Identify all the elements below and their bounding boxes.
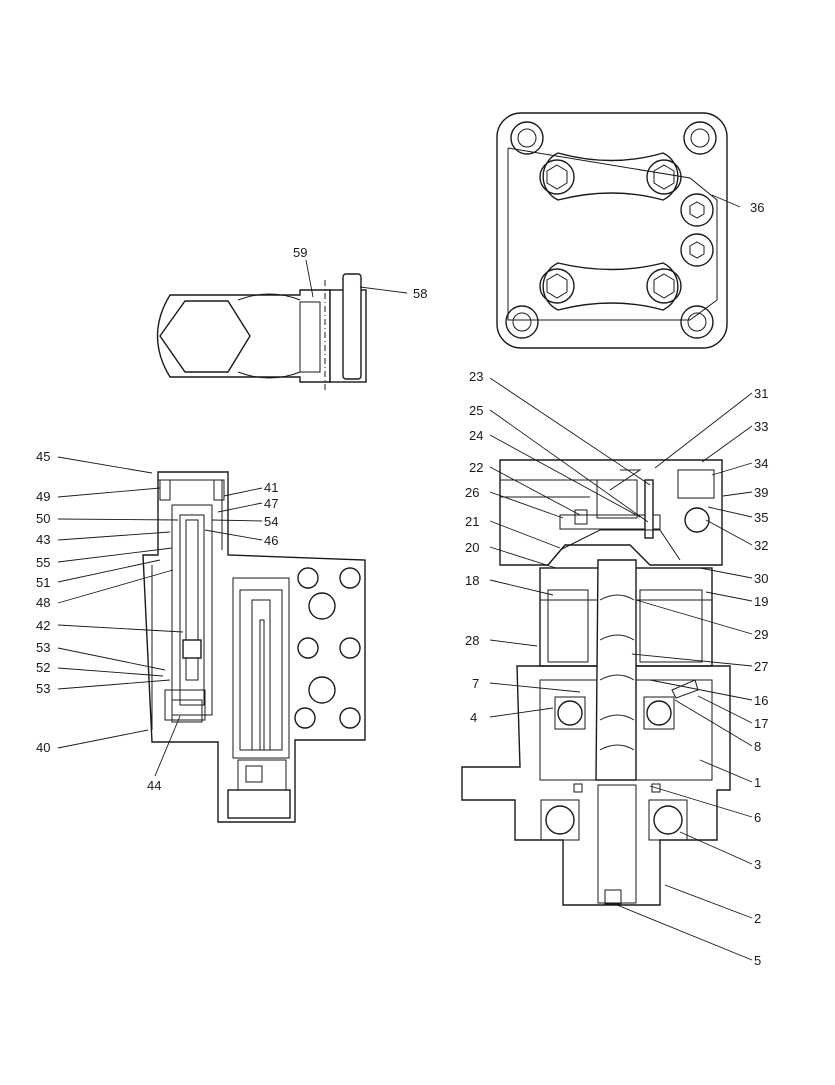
callout-8: 8 [754,739,761,754]
callout-28: 28 [465,633,479,648]
callout-44: 44 [147,778,161,793]
callout-21: 21 [465,514,479,529]
callout-5: 5 [754,953,761,968]
callout-45: 45 [36,449,50,464]
callout-16: 16 [754,693,768,708]
callout-19: 19 [754,594,768,609]
callout-54: 54 [264,514,278,529]
callout-4: 4 [470,710,477,725]
callout-3: 3 [754,857,761,872]
callout-47: 47 [264,496,278,511]
callout-51: 51 [36,575,50,590]
control-valve-section [142,471,366,823]
callout-labels: 36 58 59 23 25 24 22 26 21 20 18 28 7 4 … [36,200,768,968]
callout-22: 22 [469,460,483,475]
callout-43: 43 [36,532,50,547]
callout-7: 7 [472,676,479,691]
callout-30: 30 [754,571,768,586]
end-cover-view [496,112,728,349]
callout-52: 52 [36,660,50,675]
callout-18: 18 [465,573,479,588]
callout-32: 32 [754,538,768,553]
callout-50: 50 [36,511,50,526]
callout-46: 46 [264,533,278,548]
flange-side-view [156,273,367,390]
callout-58: 58 [413,286,427,301]
callout-49: 49 [36,489,50,504]
callout-27: 27 [754,659,768,674]
callout-55: 55 [36,555,50,570]
callout-23: 23 [469,369,483,384]
callout-2: 2 [754,911,761,926]
callout-31: 31 [754,386,768,401]
callout-6: 6 [754,810,761,825]
callout-26: 26 [465,485,479,500]
leader-lines [57,194,753,961]
callout-59: 59 [293,245,307,260]
callout-33: 33 [754,419,768,434]
callout-42: 42 [36,618,50,633]
callout-36: 36 [750,200,764,215]
callout-48: 48 [36,595,50,610]
callout-39: 39 [754,485,768,500]
callout-41: 41 [264,480,278,495]
callout-53b: 53 [36,681,50,696]
callout-40: 40 [36,740,50,755]
callout-25: 25 [469,403,483,418]
callout-35: 35 [754,510,768,525]
callout-53a: 53 [36,640,50,655]
callout-34: 34 [754,456,768,471]
callout-17: 17 [754,716,768,731]
callout-20: 20 [465,540,479,555]
callout-24: 24 [469,428,483,443]
callout-1: 1 [754,775,761,790]
callout-29: 29 [754,627,768,642]
motor-section [461,459,731,906]
